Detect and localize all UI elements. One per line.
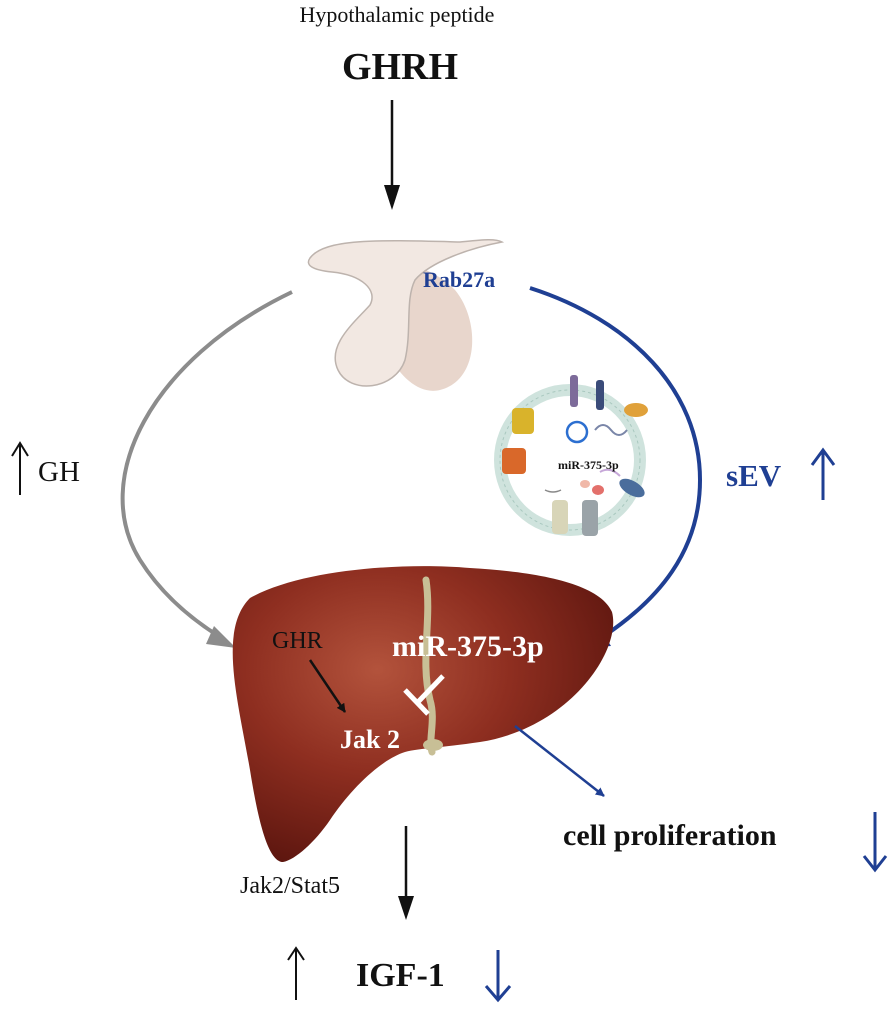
proliferation-down-arrow-icon <box>862 812 888 873</box>
gh-label: GH <box>38 456 80 488</box>
pituitary-gland <box>307 238 505 391</box>
jak2-label: Jak 2 <box>340 725 400 754</box>
igf1-label: IGF-1 <box>356 957 445 994</box>
extracellular-vesicle <box>494 375 648 536</box>
sev-label: sEV <box>726 458 782 493</box>
igf1-arrow <box>398 826 414 920</box>
gh-up-arrow-icon <box>11 441 29 495</box>
jak2-stat5-label: Jak2/Stat5 <box>240 873 340 899</box>
liver <box>232 566 614 862</box>
ghr-jak2-arrow <box>308 659 347 713</box>
ghrh-arrow <box>384 100 400 210</box>
header-title: GHRH <box>342 46 458 88</box>
gh-arrow <box>120 290 293 648</box>
rab27a-label: Rab27a <box>423 267 495 292</box>
igf1-down-arrow-icon <box>484 950 512 1003</box>
header-subtitle: Hypothalamic peptide <box>300 2 495 27</box>
mirna-label: miR-375-3p <box>392 630 544 663</box>
sev-up-arrow-icon <box>810 447 836 500</box>
cell-proliferation-label: cell proliferation <box>563 819 777 852</box>
inhibition-icon <box>403 674 445 716</box>
vesicle-mirna-label: miR-375-3p <box>558 458 619 472</box>
igf1-up-arrow-icon <box>287 946 305 1000</box>
proliferation-arrow <box>514 725 605 797</box>
ghr-label: GHR <box>272 628 323 654</box>
